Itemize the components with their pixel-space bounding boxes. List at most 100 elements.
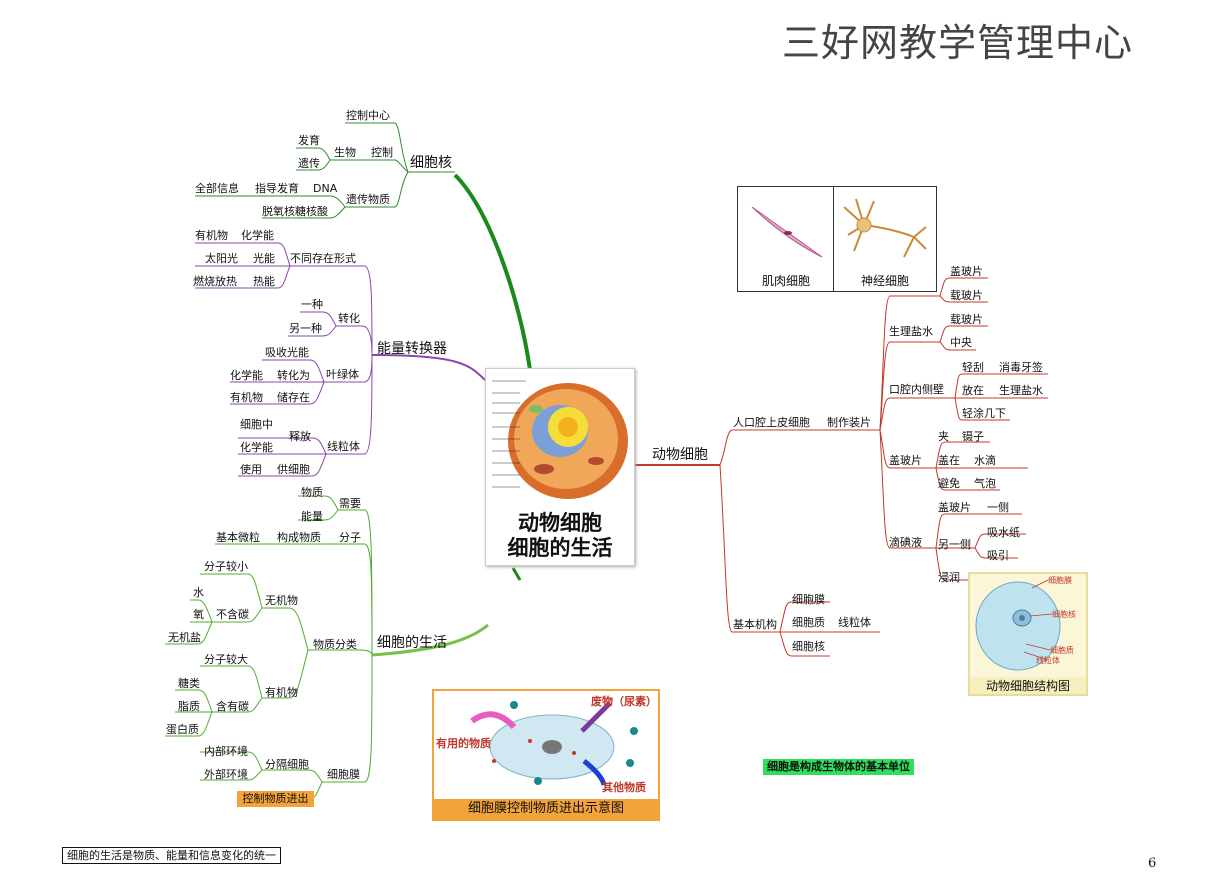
node-make-slide: 制作装片 [827, 416, 871, 429]
node-cell-life: 细胞的生活 [377, 635, 447, 651]
node-blotting-paper: 吸水纸 [987, 526, 1020, 539]
node-molecule: 分子 [339, 531, 361, 544]
node-control-in-out: 控制物质进出 [237, 791, 314, 807]
node-inner-env: 内部环境 [204, 745, 248, 758]
membrane-label-other: 其他物质 [602, 781, 646, 794]
node-dna: DNA [313, 182, 338, 195]
node-center: 中央 [950, 336, 972, 349]
node-sugar: 糖类 [178, 677, 200, 690]
node-chem-energy3: 化学能 [240, 441, 273, 454]
node-separate-cell: 分隔细胞 [265, 758, 309, 771]
node-sterile-toothpick: 消毒牙签 [999, 361, 1043, 374]
node-water-drop: 水滴 [974, 454, 996, 467]
node-constitute: 构成物质 [277, 531, 321, 544]
center-title-line1: 动物细胞 [518, 511, 602, 535]
node-organism: 生物 [334, 146, 356, 159]
node-light-energy: 光能 [253, 252, 275, 265]
node-basic-structure: 基本机构 [733, 618, 777, 631]
node-in-cell: 细胞中 [240, 418, 273, 431]
node-no-carbon: 不含碳 [216, 608, 249, 621]
node-place-in: 放在 [962, 384, 984, 397]
branch-nucleus [453, 173, 532, 371]
node-guide-develop: 指导发育 [255, 182, 299, 195]
node-membrane: 细胞膜 [327, 768, 360, 781]
node-cover-slip3: 盖玻片 [938, 501, 971, 514]
node-mito: 线粒体 [838, 616, 871, 629]
animal-cell-illustration [492, 380, 628, 499]
node-heat-energy: 热能 [253, 275, 275, 288]
node-cover-slip2: 盖玻片 [889, 454, 922, 467]
muscle-cell-caption: 肌肉细胞 [761, 274, 810, 288]
center-topic-title: 动物细胞 细胞的生活 [486, 511, 634, 561]
node-stain: 滴碘液 [889, 536, 922, 549]
membrane-diagram: 废物（尿素） 有用的物质 其他物质 细胞膜控制物质进出示意图 [432, 689, 660, 821]
node-cytoplasm: 细胞质 [792, 616, 825, 629]
node-cell-nucleus: 细胞核 [792, 640, 825, 653]
node-burning: 燃烧放热 [193, 275, 237, 288]
nerve-cell-picture: 神经细胞 [833, 186, 937, 292]
node-epithelium: 人口腔上皮细胞 [733, 416, 810, 429]
membrane-caption: 细胞膜控制物质进出示意图 [434, 799, 658, 819]
node-clamp: 夹 [938, 430, 949, 443]
node-energy: 能量 [301, 510, 323, 523]
animal-cell-structure-picture: 细胞膜 细胞核 细胞质 线粒体 动物细胞结构图 [968, 572, 1088, 696]
node-chemical-energy: 化学能 [241, 229, 274, 242]
node-saline: 生理盐水 [889, 325, 933, 338]
node-another-kind: 另一种 [289, 322, 322, 335]
nerve-cell-illustration [843, 198, 927, 258]
node-cover-slip: 盖玻片 [950, 265, 983, 278]
node-soak: 浸润 [938, 571, 960, 584]
node-convert-to: 转化为 [277, 369, 310, 382]
membrane-illustration [470, 701, 638, 786]
node-need: 需要 [339, 497, 361, 510]
structure-caption: 动物细胞结构图 [970, 677, 1086, 694]
node-inorganic-salt: 无机盐 [168, 631, 201, 644]
node-outer-env: 外部环境 [204, 768, 248, 781]
node-contains-carbon: 含有碳 [216, 700, 249, 713]
node-mitochondria: 线粒体 [327, 440, 360, 453]
node-small-molecule: 分子较小 [204, 560, 248, 573]
structure-label-mito: 线粒体 [1036, 656, 1060, 665]
node-use: 使用 [240, 463, 262, 476]
node-develop: 发育 [298, 134, 320, 147]
structure-label-cytoplasm: 细胞质 [1050, 646, 1074, 655]
node-heredity: 遗传 [298, 157, 320, 170]
header-title: 三好网教学管理中心 [782, 21, 1134, 65]
node-inorganic: 无机物 [265, 594, 298, 607]
node-draw: 吸引 [987, 549, 1009, 562]
membrane-label-waste: 废物（尿素） [591, 695, 657, 708]
node-avoid: 避免 [938, 477, 960, 490]
node-bubble: 气泡 [974, 477, 996, 490]
node-oxygen: 氧 [193, 608, 204, 621]
node-forms: 不同存在形式 [290, 252, 356, 265]
node-chloroplast: 叶绿体 [326, 368, 359, 381]
node-organic2: 有机物 [230, 391, 263, 404]
membrane-label-useful: 有用的物质 [436, 737, 491, 750]
node-organic-life: 有机物 [265, 686, 298, 699]
branch-energy [371, 354, 486, 381]
node-slide: 载玻片 [950, 289, 983, 302]
node-chem-energy2: 化学能 [230, 369, 263, 382]
node-cover-on: 盖在 [938, 454, 960, 467]
node-control: 控制 [371, 146, 393, 159]
structure-label-nucleus: 细胞核 [1052, 610, 1076, 619]
node-convert: 转化 [338, 312, 360, 325]
node-one-side: 一侧 [987, 501, 1009, 514]
center-topic-card: 动物细胞 细胞的生活 [485, 368, 635, 566]
node-other-side: 另一侧 [938, 538, 971, 551]
node-genetic-material: 遗传物质 [346, 193, 390, 206]
node-matter: 物质 [301, 486, 323, 499]
node-dna-name: 脱氧核糖核酸 [262, 205, 328, 218]
node-one-kind: 一种 [301, 298, 323, 311]
nerve-cell-caption: 神经细胞 [860, 274, 909, 288]
node-classification: 物质分类 [313, 638, 357, 651]
node-cheek-wall: 口腔内侧壁 [889, 383, 944, 396]
node-protein: 蛋白质 [166, 723, 199, 736]
node-saline2: 生理盐水 [999, 384, 1043, 397]
branch-life-stem [511, 567, 522, 581]
node-energy-converter: 能量转换器 [377, 341, 447, 357]
page-number: 6 [1148, 856, 1157, 871]
node-nucleus: 细胞核 [410, 155, 452, 171]
node-control-center: 控制中心 [346, 109, 390, 122]
